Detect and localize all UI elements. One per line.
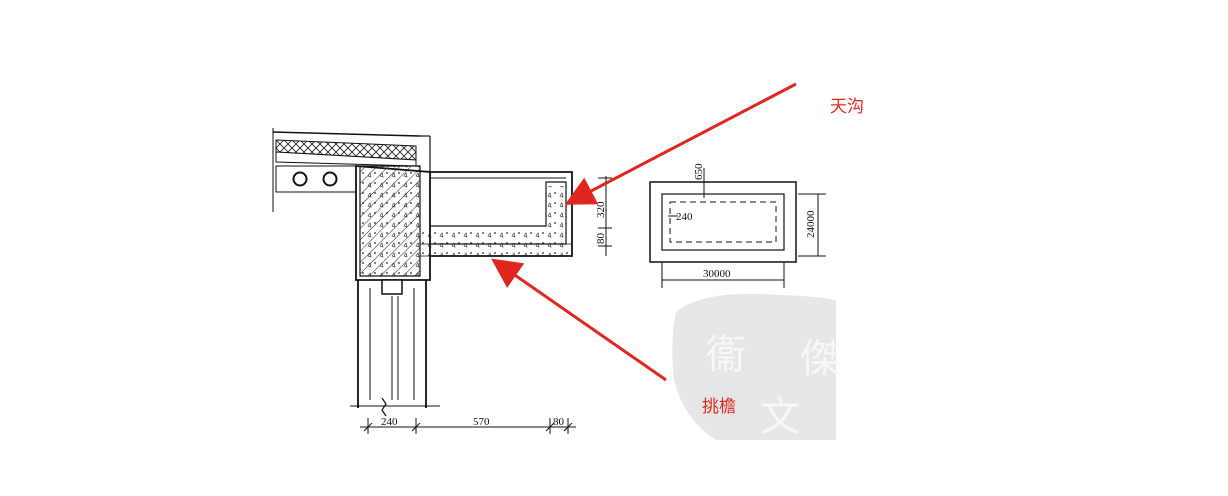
svg-text:衞: 衞 xyxy=(706,332,746,378)
svg-text:文: 文 xyxy=(760,394,800,440)
hollow-core-slab xyxy=(275,165,357,193)
side-dimension-chain: 320 80 xyxy=(595,176,612,256)
plan-dimension-30000: 30000 xyxy=(703,268,731,280)
gutter-callout: 天沟 xyxy=(564,82,864,205)
plan-dimension-24000: 24000 xyxy=(805,210,817,238)
dimension-240: 240 xyxy=(381,416,398,428)
dimension-80: 80 xyxy=(553,416,565,428)
plan-dimension-240: 240 xyxy=(676,211,693,223)
eave-label: 挑檐 xyxy=(702,397,736,417)
watermark-seal: 衞 文 傑 xyxy=(672,293,840,440)
dimension-320: 320 xyxy=(595,201,607,218)
ring-beam xyxy=(355,165,431,281)
gutter-label: 天沟 xyxy=(830,97,864,117)
gutter-trough xyxy=(419,171,573,257)
bottom-dimension-chain: 240 570 80 xyxy=(360,416,576,434)
plan-diagram: 650 240 24000 30000 xyxy=(649,163,826,288)
svg-text:傑: 傑 xyxy=(800,336,840,382)
brick-wall xyxy=(350,279,440,417)
eave-section-drawing: 240 570 80 320 80 xyxy=(272,128,612,434)
eave-callout: 挑檐 xyxy=(491,258,736,417)
plan-dimension-650: 650 xyxy=(693,163,705,180)
dimension-80-vertical: 80 xyxy=(595,233,607,245)
dimension-570: 570 xyxy=(473,416,490,428)
